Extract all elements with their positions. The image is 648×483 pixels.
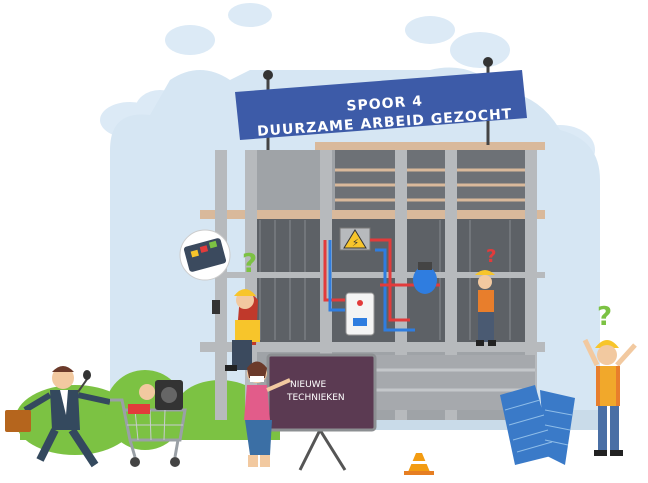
shopping-cart-icon: [110, 380, 187, 467]
businessman-running: [5, 366, 111, 468]
chalkboard: NIEUWE TECHNIEKEN: [266, 353, 377, 471]
warning-triangle-icon: ⚡: [343, 229, 367, 249]
banner-board: [235, 70, 527, 140]
woman-with-tablet: ?: [179, 229, 260, 371]
worker-on-scaffold: ?: [475, 246, 496, 346]
tablet-icon: [179, 229, 231, 281]
board-line2: TECHNIEKEN: [286, 393, 345, 403]
woman-teacher: [244, 361, 291, 467]
question-mark-icon: ?: [486, 246, 496, 267]
svg-text:⚡: ⚡: [352, 238, 359, 249]
heating-installation: ⚡: [323, 227, 440, 336]
traffic-cone-icon: [404, 453, 434, 475]
banner-line1: SPOOR 4: [346, 93, 423, 114]
worker-hands-up: ?: [582, 302, 637, 456]
banner-sign: SPOOR 4 DUURZAME ARBEID GEZOCHT: [235, 57, 527, 150]
question-mark-icon: ?: [597, 302, 612, 332]
solar-panel-icon: [500, 385, 575, 465]
question-mark-icon: ?: [242, 249, 257, 279]
board-line1: NIEUWE: [290, 380, 327, 390]
